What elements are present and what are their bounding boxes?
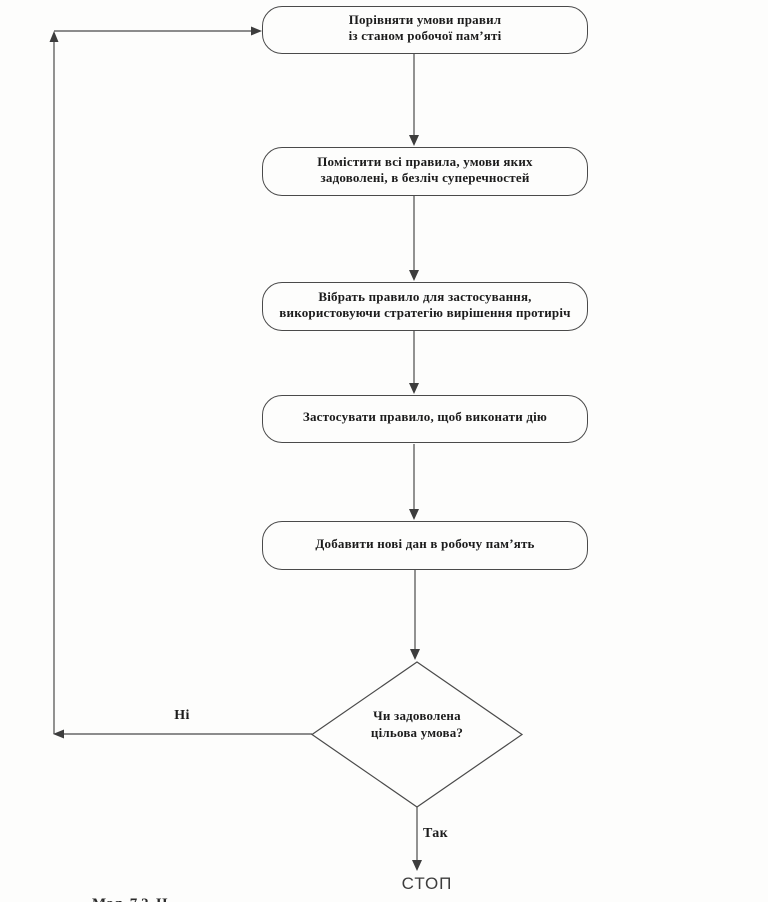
arrowhead-down-stop xyxy=(412,860,422,871)
edge-label-no: Ні xyxy=(174,708,190,723)
process-box-label: Вібрать правило для застосування, викори… xyxy=(279,288,571,320)
arrowhead-down-3 xyxy=(409,383,419,394)
figure-caption-cutoff: Мал. 7.2. Ц xyxy=(92,896,168,902)
process-box-select: Вібрать правило для застосування, викори… xyxy=(262,282,588,331)
arrowhead-right-into-compare xyxy=(251,26,262,36)
arrowhead-down-4 xyxy=(409,509,419,520)
decision-diamond-shape xyxy=(310,661,524,808)
arrowhead-down-5 xyxy=(410,649,420,660)
process-box-collect: Помістити всі правила, умови яких задово… xyxy=(262,147,588,196)
edge-label-yes: Так xyxy=(423,826,448,841)
stop-terminal-label: СТОП xyxy=(401,874,453,893)
process-box-label: Застосувати правило, щоб виконати дію xyxy=(302,409,548,424)
arrowhead-left-loop xyxy=(53,729,64,739)
arrowhead-down-2 xyxy=(409,270,419,281)
process-box-label: Добавити нові дан в робочу пам’ять xyxy=(315,535,535,551)
arrowhead-up-loop xyxy=(49,31,59,42)
process-box-label: Порівняти умови правил із станом робочої… xyxy=(348,12,502,43)
process-box-label: Помістити всі правила, умови яких задово… xyxy=(317,153,533,185)
arrowhead-down-1 xyxy=(409,135,419,146)
process-box-compare: Порівняти умови правил із станом робочої… xyxy=(262,6,588,54)
process-box-add: Добавити нові дан в робочу пам’ять xyxy=(262,521,588,570)
process-box-apply: Застосувати правило, щоб виконати дію xyxy=(262,395,588,443)
decision-label: Чи задоволена цільова умова? xyxy=(370,708,464,740)
